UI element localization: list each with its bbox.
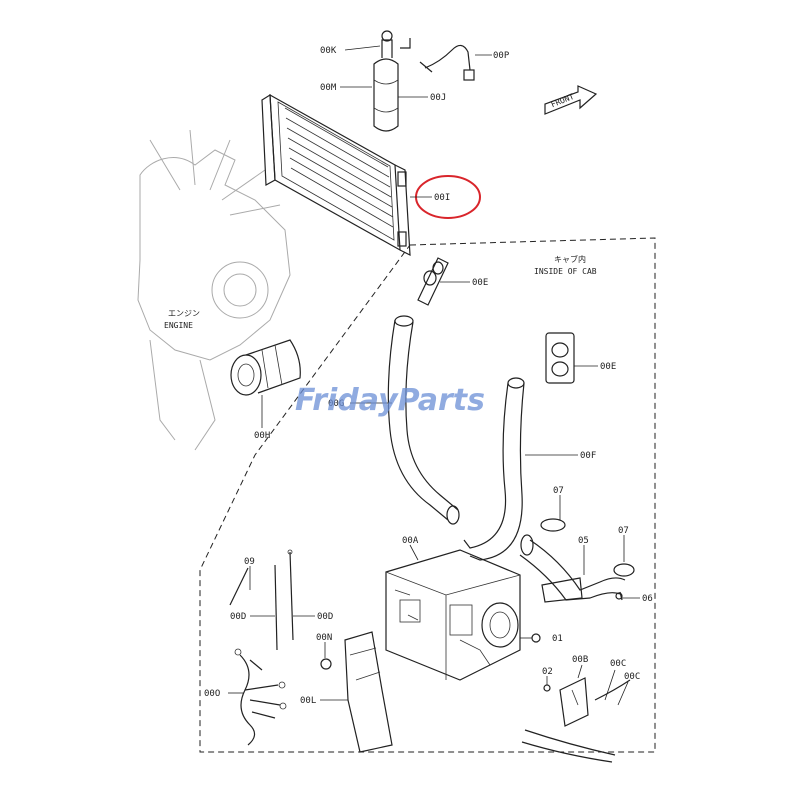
receiver-drier (373, 30, 411, 132)
label-00K: 00K (320, 46, 337, 56)
label-00B: 00B (572, 655, 588, 665)
label-00G: 00G (328, 399, 344, 409)
part-labels: 00K 00P 00M 00J 00I キャブ内 INSIDE OF CAB 0… (164, 46, 653, 706)
label-00D-2: 00D (317, 612, 333, 622)
label-05: 05 (578, 536, 589, 546)
engine-label-jp: エンジン (168, 309, 200, 318)
label-00C-1: 00C (610, 659, 626, 669)
bracket-cables (521, 592, 631, 763)
engine-sketch (137, 129, 291, 451)
label-00O: 00O (204, 689, 220, 699)
pressure-switch-harness (419, 44, 475, 81)
duct-plate-2 (545, 332, 575, 384)
label-02: 02 (542, 667, 553, 677)
rods (229, 549, 294, 651)
duct-assembly (519, 518, 635, 603)
hose-left (387, 315, 460, 525)
label-00P: 00P (493, 51, 510, 61)
label-00H: 00H (254, 431, 270, 441)
cab-boundary (199, 237, 656, 753)
label-00N: 00N (316, 633, 332, 643)
label-01: 01 (552, 634, 563, 644)
engine-label-en: ENGINE (164, 321, 193, 330)
label-00E-1: 00E (472, 278, 488, 288)
cab-label-jp: キャブ内 (554, 254, 586, 264)
label-00D-1: 00D (230, 612, 246, 622)
label-00F: 00F (580, 451, 596, 461)
leader-lines (228, 45, 640, 706)
air-duct (320, 631, 393, 753)
label-06: 06 (642, 594, 653, 604)
wire-harness (234, 648, 287, 746)
front-arrow: FRONT (544, 85, 598, 115)
hose-right (463, 377, 525, 561)
compressor (230, 339, 301, 428)
label-00I: 00I (434, 193, 450, 203)
label-07-a: 07 (553, 486, 564, 496)
label-00E-2: 00E (600, 362, 616, 372)
duct-plate-1 (417, 257, 449, 306)
label-00L: 00L (300, 696, 316, 706)
label-00A: 00A (402, 536, 419, 546)
watermark: FridayParts (295, 383, 485, 418)
condenser (261, 93, 411, 257)
label-07-b: 07 (618, 526, 629, 536)
cab-label-en: INSIDE OF CAB (534, 267, 597, 276)
label-00C-2: 00C (624, 672, 640, 682)
heater-unit (385, 549, 521, 681)
label-09: 09 (244, 557, 255, 567)
label-00M: 00M (320, 83, 337, 93)
label-00J: 00J (430, 93, 446, 103)
